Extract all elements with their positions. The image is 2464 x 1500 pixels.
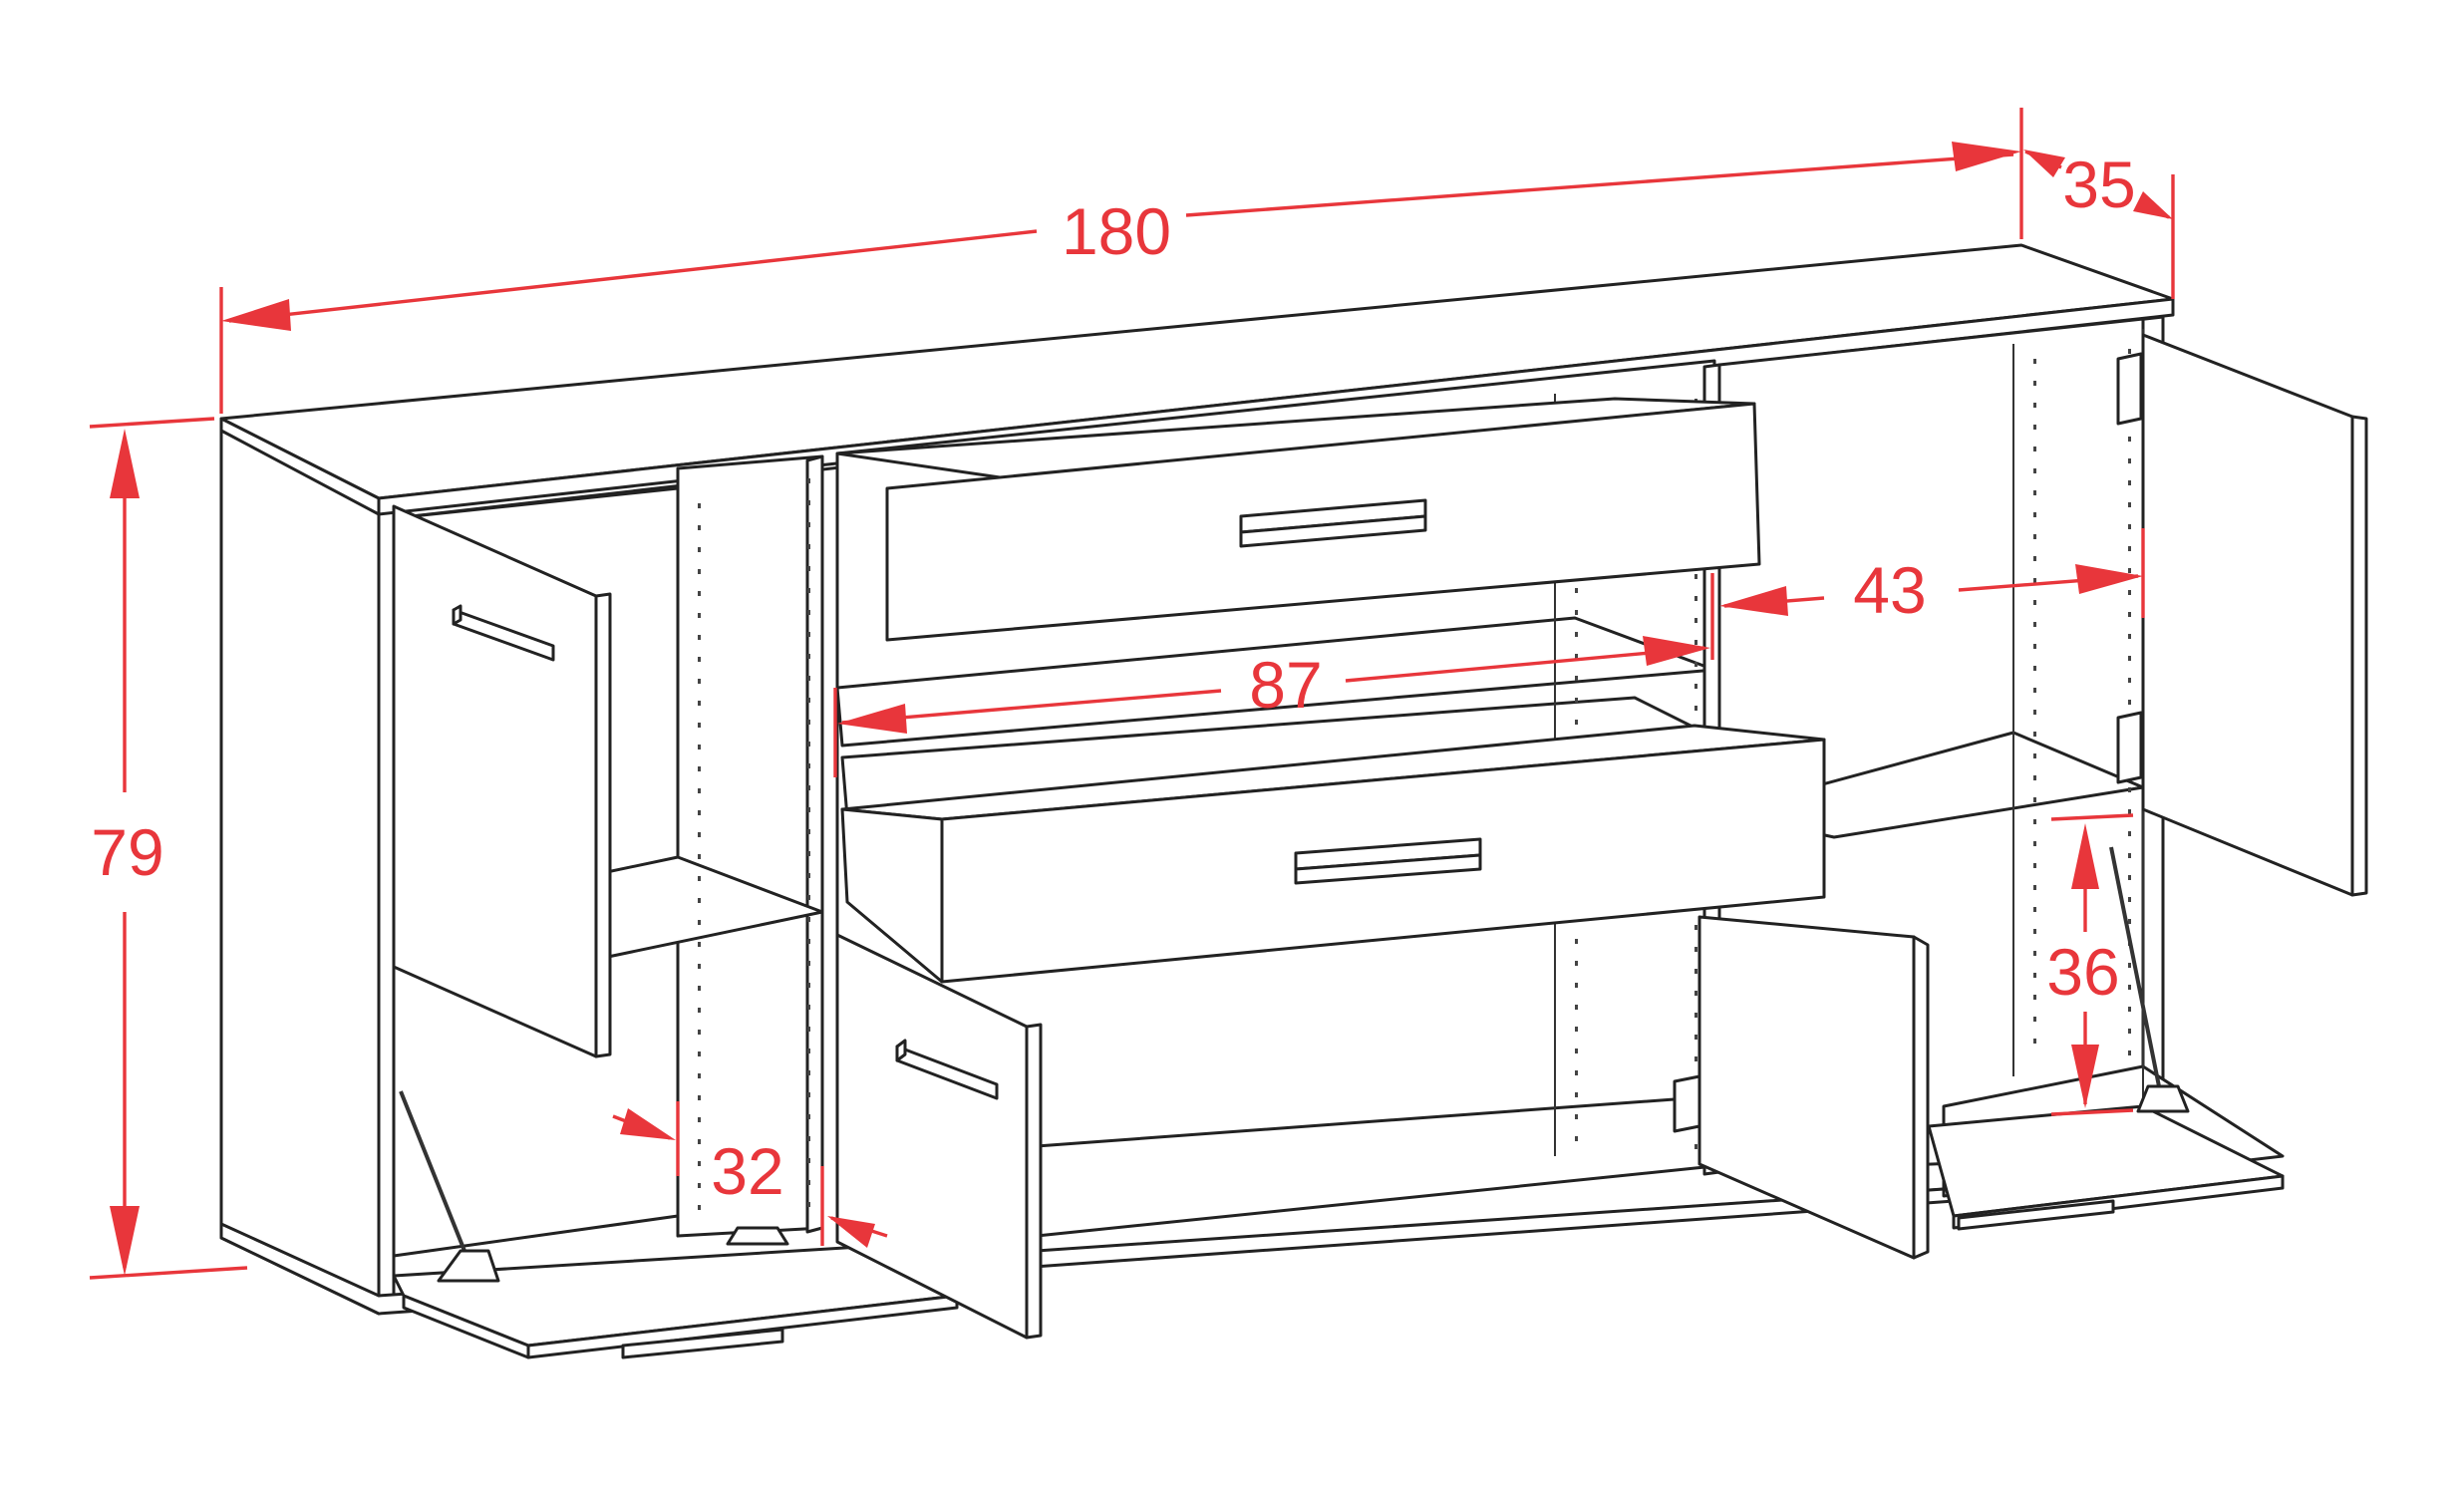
center-right-door	[1673, 915, 1930, 1260]
center-left-door	[835, 933, 1043, 1340]
drawer-width-label: 87	[1249, 648, 1322, 722]
compartment-width-label: 43	[1853, 553, 1926, 627]
door-offset-label: 32	[711, 1134, 783, 1208]
right-upper-door	[2116, 333, 2368, 897]
left-flap-handle	[621, 1328, 784, 1359]
left-upper-door	[392, 504, 612, 1058]
dimension-lines	[89, 108, 2175, 1280]
depth-label: 35	[2062, 148, 2135, 221]
left-flap-door	[392, 1090, 959, 1359]
dimension-labels: 180 35 79 87 43 36 32	[91, 148, 2135, 1208]
lower-drawer	[840, 724, 1826, 984]
width-label: 180	[1062, 194, 1171, 268]
left-side-panel	[219, 429, 381, 1316]
height-label: 79	[91, 815, 163, 889]
compartment-height-label: 36	[2046, 935, 2119, 1009]
right-flap-handle	[1957, 1199, 2115, 1231]
right-flap-door	[1927, 846, 2285, 1231]
upper-drawer	[835, 397, 1761, 642]
